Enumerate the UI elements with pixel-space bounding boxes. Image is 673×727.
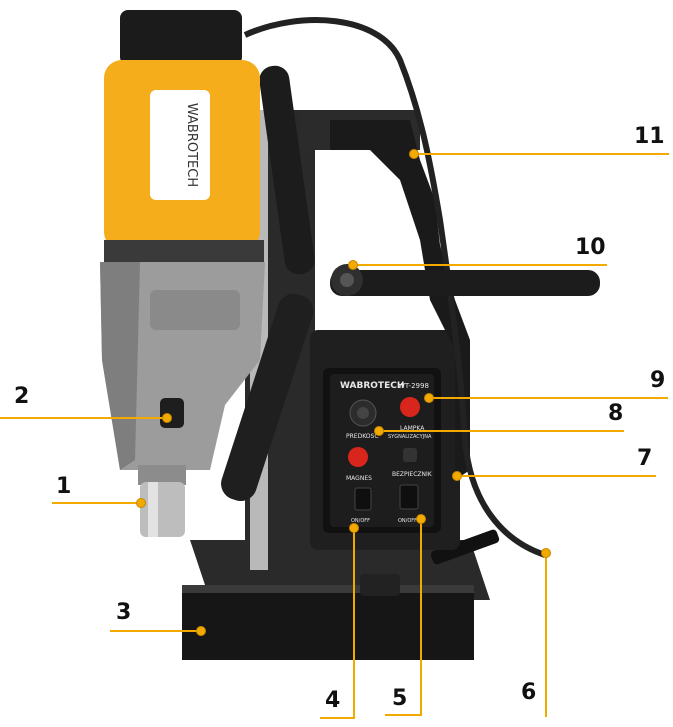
control-panel: WABROTECH WT-2998 PREDKOSC LAMPKA SYGNAL… bbox=[323, 368, 441, 533]
lamp-sub-label: SYGNALIZACYJNA bbox=[388, 434, 432, 440]
callout-line-3 bbox=[110, 630, 202, 632]
fuse-holder[interactable] bbox=[403, 448, 417, 462]
carry-handle bbox=[330, 120, 470, 480]
panel-model: WT-2998 bbox=[398, 382, 429, 390]
callout-number-1: 1 bbox=[56, 474, 72, 499]
callout-number-11: 11 bbox=[634, 124, 665, 149]
callout-number-7: 7 bbox=[637, 446, 653, 471]
magnet-label: MAGNES bbox=[346, 475, 372, 482]
callout-dot-4 bbox=[349, 523, 359, 533]
magnet-switch[interactable] bbox=[399, 484, 419, 510]
callout-line-1 bbox=[52, 502, 140, 504]
motor-brand-label: WABROTECH bbox=[184, 103, 199, 187]
callout-line-11 bbox=[413, 153, 669, 155]
switch1-label: ON/OFF bbox=[351, 518, 370, 524]
callout-dot-5 bbox=[416, 514, 426, 524]
callout-line-5 bbox=[420, 518, 422, 716]
callout-dot-8 bbox=[374, 426, 384, 436]
callout-dot-6 bbox=[541, 548, 551, 558]
callout-number-5: 5 bbox=[392, 686, 408, 711]
switch2-label: ON/OFF bbox=[398, 518, 417, 524]
callout-line-4b bbox=[320, 717, 355, 719]
callout-line-10 bbox=[352, 264, 607, 266]
callout-dot-3 bbox=[196, 626, 206, 636]
lamp-label: LAMPKA bbox=[400, 425, 425, 432]
callout-line-2 bbox=[0, 417, 166, 419]
callout-line-8 bbox=[378, 430, 624, 432]
power-cord bbox=[243, 17, 546, 558]
panel-brand: WABROTECH bbox=[340, 381, 404, 391]
callout-dot-10 bbox=[348, 260, 358, 270]
callout-line-4 bbox=[353, 527, 355, 717]
callout-line-5b bbox=[385, 714, 422, 716]
callout-number-6: 6 bbox=[521, 680, 537, 705]
callout-number-3: 3 bbox=[116, 600, 132, 625]
callout-dot-2 bbox=[162, 413, 172, 423]
callout-line-9 bbox=[428, 397, 668, 399]
spindle bbox=[138, 465, 186, 537]
fuse-label: BEZPIECZNIK bbox=[392, 471, 433, 478]
feed-handles bbox=[221, 65, 600, 502]
callout-dot-9 bbox=[424, 393, 434, 403]
motor-switch[interactable] bbox=[354, 487, 372, 511]
callout-dot-7 bbox=[452, 471, 462, 481]
callout-number-10: 10 bbox=[575, 235, 606, 260]
callout-dot-1 bbox=[136, 498, 146, 508]
callout-number-8: 8 bbox=[608, 401, 624, 426]
callout-number-4: 4 bbox=[325, 688, 341, 713]
magnet-button[interactable] bbox=[348, 447, 368, 467]
callout-line-7 bbox=[456, 475, 656, 477]
signal-lamp bbox=[400, 397, 420, 417]
callout-number-2: 2 bbox=[14, 384, 30, 409]
callout-dot-11 bbox=[409, 149, 419, 159]
callout-line-6 bbox=[545, 552, 547, 717]
callout-number-9: 9 bbox=[650, 368, 666, 393]
speed-label: PREDKOSC bbox=[346, 433, 379, 440]
motor-housing: WABROTECH bbox=[104, 10, 264, 262]
